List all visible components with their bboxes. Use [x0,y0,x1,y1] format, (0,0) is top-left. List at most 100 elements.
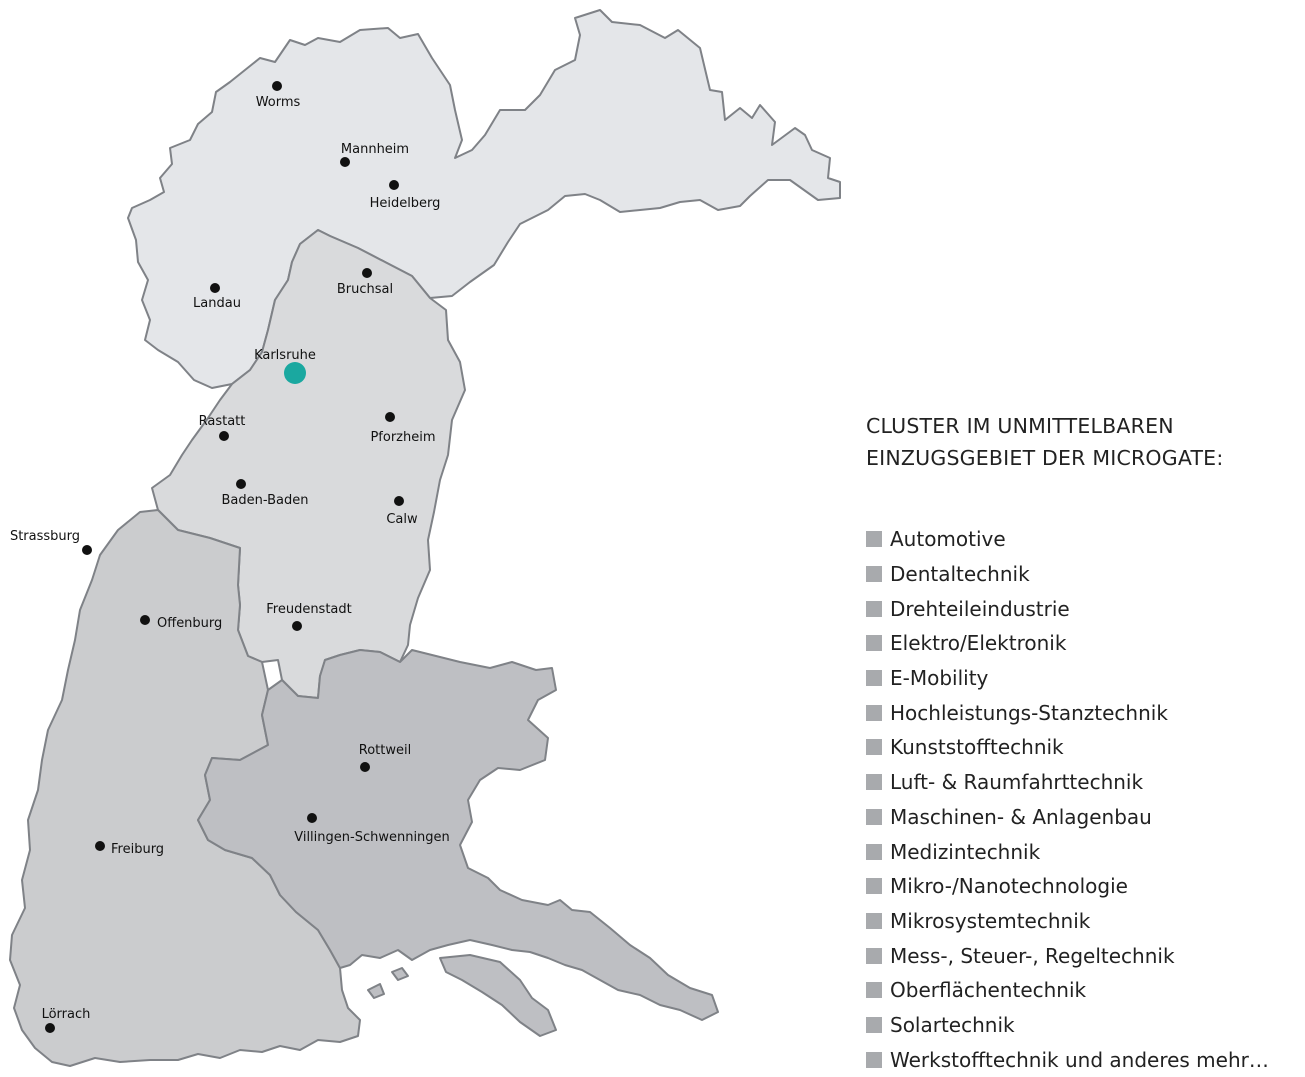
cluster-item: Werkstofftechnik und anderes mehr… [866,1042,1296,1077]
square-bullet-icon [866,878,882,895]
cluster-item: Solartechnik [866,1008,1296,1043]
city-markers: WormsMannheimHeidelbergBruchsalLandauKar… [10,81,450,1033]
city-label: Freudenstadt [266,602,352,617]
city-rottweil: Rottweil [359,743,411,772]
city-calw: Calw [386,496,418,527]
city-marker-icon [389,180,399,190]
cluster-item: Automotive [866,522,1296,557]
city-baden-baden: Baden-Baden [222,479,309,508]
square-bullet-icon [866,704,882,721]
city-label: Pforzheim [370,430,435,445]
cluster-item-label: Mikrosystemtechnik [890,908,1091,933]
cluster-item-label: Luft- & Raumfahrttechnik [890,770,1144,795]
region-map: WormsMannheimHeidelbergBruchsalLandauKar… [9,9,841,1067]
lake-shore-peninsula [439,954,557,1037]
city-marker-icon [360,762,370,772]
headquarters-marker-icon [284,362,306,384]
city-label: Bruchsal [337,282,393,297]
square-bullet-icon [866,531,882,548]
city-marker-icon [95,841,105,851]
cluster-item-label: Dentaltechnik [890,562,1030,587]
cluster-item: Hochleistungs-Stanztechnik [866,695,1296,730]
city-label: Worms [256,95,301,110]
cluster-item-label: E-Mobility [890,666,989,691]
city-pforzheim: Pforzheim [370,412,436,445]
city-label: Lörrach [42,1007,91,1022]
cluster-item-label: Maschinen- & Anlagenbau [890,804,1152,829]
city-heidelberg: Heidelberg [370,180,441,211]
cluster-item: Drehteileindustrie [866,591,1296,626]
city-marker-icon [340,157,350,167]
square-bullet-icon [866,808,882,825]
square-bullet-icon [866,774,882,791]
cluster-item: Medizintechnik [866,834,1296,869]
legend-title-line-1: CLUSTER IM UNMITTELBAREN [866,414,1174,438]
city-loerrach: Lörrach [42,1007,91,1033]
square-bullet-icon [866,912,882,929]
city-label: Calw [386,512,418,527]
city-rastatt: Rastatt [199,414,246,441]
cluster-item: Elektro/Elektronik [866,626,1296,661]
city-strassburg: Strassburg [10,529,92,555]
city-label: Offenburg [157,616,222,631]
city-marker-icon [82,545,92,555]
cluster-item-label: Medizintechnik [890,839,1041,864]
square-bullet-icon [866,566,882,583]
city-label: Strassburg [10,529,80,544]
city-marker-icon [140,615,150,625]
square-bullet-icon [866,1016,882,1033]
city-marker-icon [362,268,372,278]
city-label: Mannheim [341,142,409,157]
square-bullet-icon [866,982,882,999]
city-villingen-schwenningen: Villingen-Schwenningen [294,813,450,845]
cluster-item: Luft- & Raumfahrttechnik [866,765,1296,800]
cluster-legend: CLUSTER IM UNMITTELBAREN EINZUGSGEBIET D… [866,410,1296,1077]
cluster-item: Mikrosystemtechnik [866,904,1296,939]
square-bullet-icon [866,600,882,617]
city-marker-icon [210,283,220,293]
city-marker-icon [394,496,404,506]
cluster-item: Kunststofftechnik [866,730,1296,765]
cluster-item-label: Mikro-/Nanotechnologie [890,874,1128,899]
square-bullet-icon [866,670,882,687]
legend-title-line-2: EINZUGSGEBIET DER MICROGATE: [866,446,1224,470]
city-marker-icon [272,81,282,91]
city-label: Freiburg [111,842,164,857]
city-label: Baden-Baden [222,493,309,508]
cluster-item-label: Drehteileindustrie [890,596,1070,621]
cluster-item: Oberflächentechnik [866,973,1296,1008]
city-label: Villingen-Schwenningen [294,830,450,845]
city-karlsruhe: Karlsruhe [254,348,316,384]
cluster-item: E-Mobility [866,661,1296,696]
city-label: Landau [193,296,241,311]
cluster-item-label: Elektro/Elektronik [890,631,1067,656]
square-bullet-icon [866,635,882,652]
cluster-item-label: Oberflächentechnik [890,978,1087,1003]
region-black-forest-baar [197,649,719,1021]
legend-title: CLUSTER IM UNMITTELBAREN EINZUGSGEBIET D… [866,410,1296,474]
square-bullet-icon [866,1051,882,1068]
cluster-item-label: Mess-, Steuer-, Regeltechnik [890,943,1175,968]
city-mannheim: Mannheim [340,142,409,167]
city-label: Rottweil [359,743,411,758]
city-label: Rastatt [199,414,246,429]
cluster-item: Mikro-/Nanotechnologie [866,869,1296,904]
lake-island-1 [367,983,385,999]
cluster-item-label: Automotive [890,527,1006,552]
cluster-item-label: Werkstofftechnik und anderes mehr… [890,1047,1269,1072]
city-label: Heidelberg [370,196,441,211]
square-bullet-icon [866,843,882,860]
cluster-item: Maschinen- & Anlagenbau [866,800,1296,835]
city-marker-icon [307,813,317,823]
square-bullet-icon [866,739,882,756]
city-bruchsal: Bruchsal [337,268,393,297]
city-landau: Landau [193,283,241,311]
city-marker-icon [236,479,246,489]
city-offenburg: Offenburg [140,615,222,631]
cluster-item-label: Kunststofftechnik [890,735,1064,760]
square-bullet-icon [866,947,882,964]
city-marker-icon [385,412,395,422]
city-marker-icon [219,431,229,441]
cluster-item-label: Hochleistungs-Stanztechnik [890,700,1168,725]
